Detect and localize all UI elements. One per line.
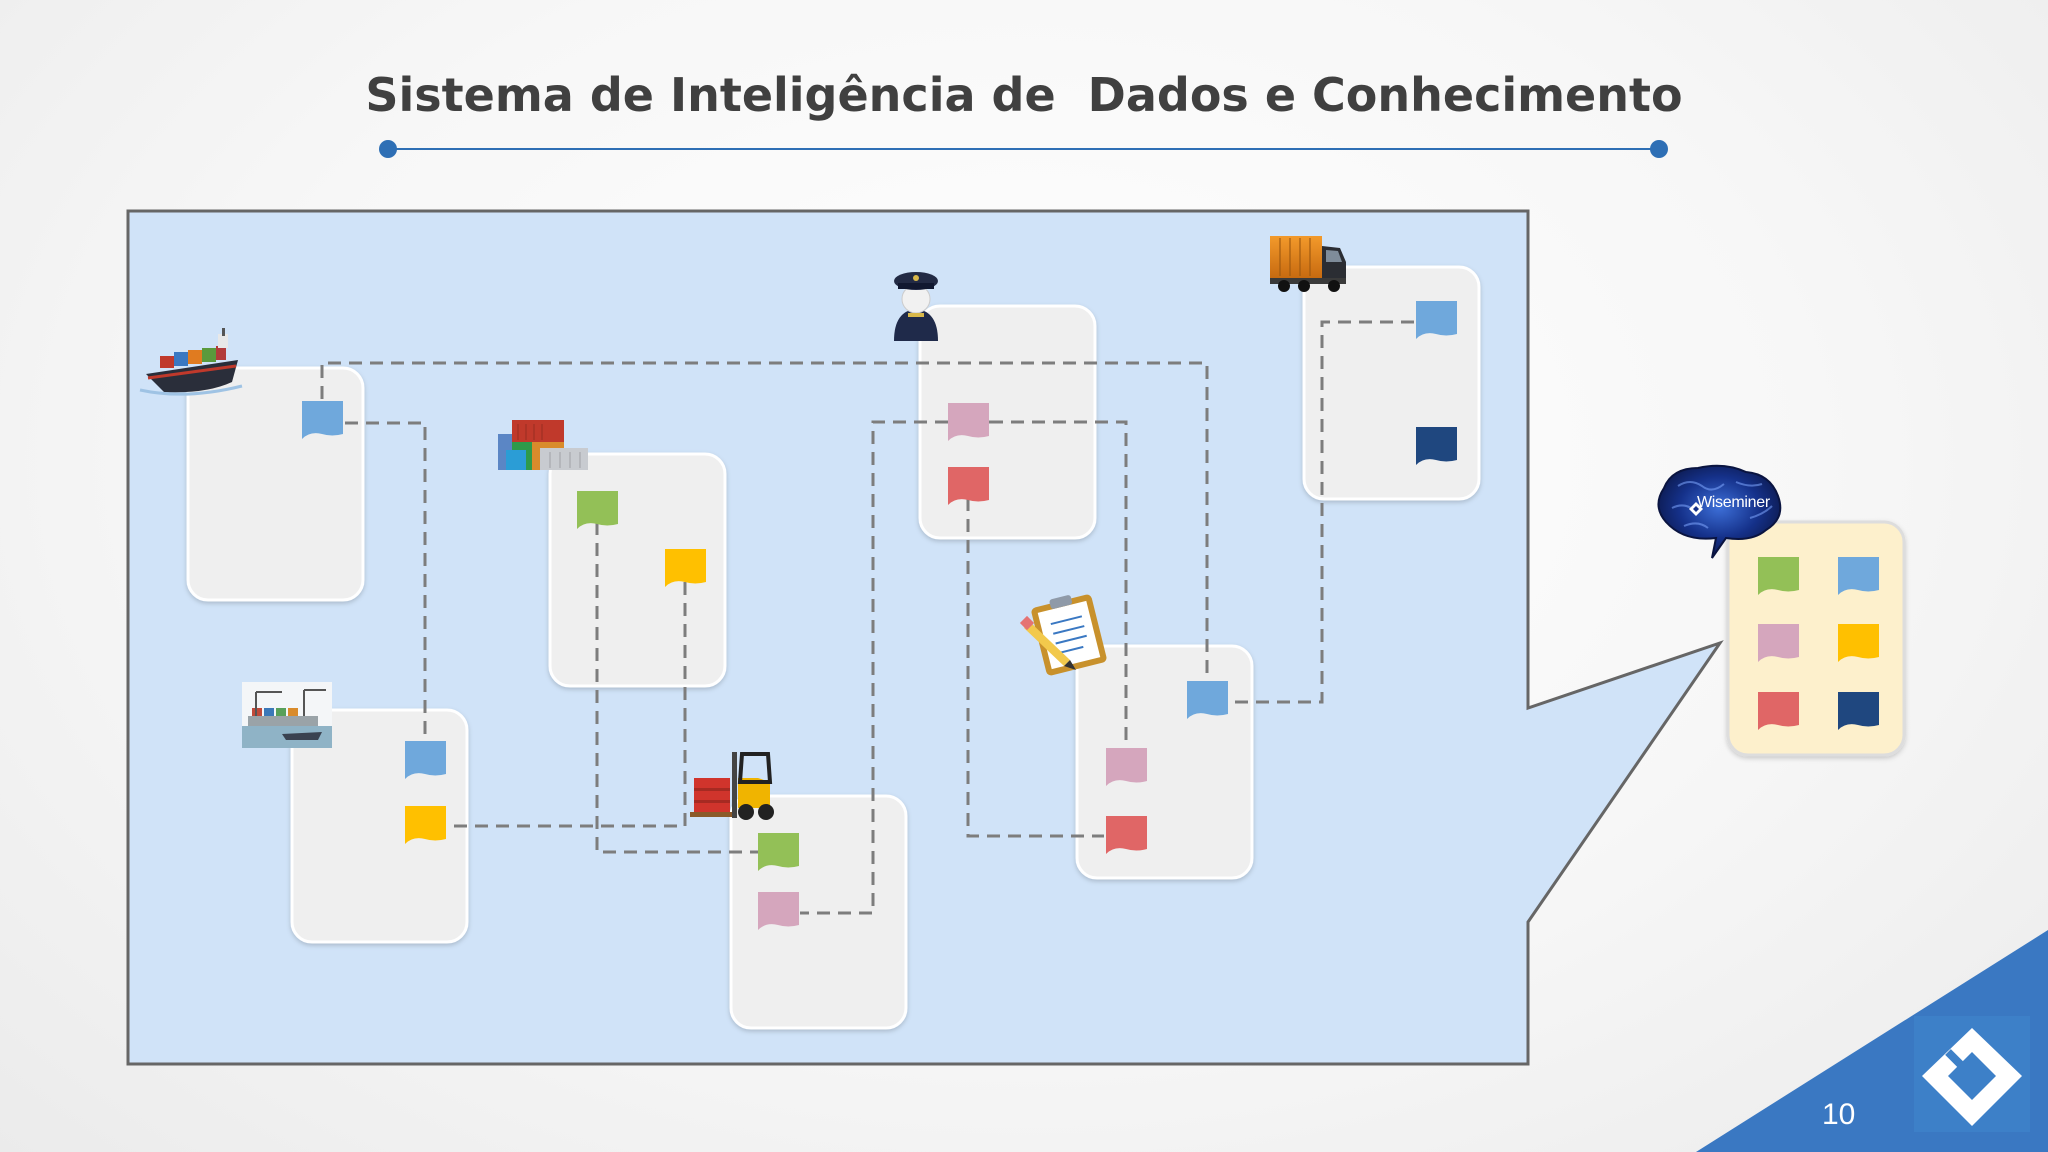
- connector-ship-checklist: [320, 361, 1209, 680]
- document-icon-checklist-red: [1106, 816, 1147, 854]
- document-icon-ship-blue: [302, 401, 343, 439]
- result-document-icon-red: [1758, 692, 1799, 730]
- page-number: 10: [1822, 1098, 1856, 1131]
- connector-lines: [320, 320, 1414, 915]
- result-document-icon-blue: [1838, 557, 1879, 595]
- connector-customs-checklist-red: [966, 498, 1104, 838]
- forklift-icon: [690, 752, 774, 820]
- document-icon-customs-red: [948, 467, 989, 505]
- port-terminal-icon: [242, 682, 332, 748]
- result-document-icon-yellow: [1838, 624, 1879, 662]
- customs-officer-icon: [894, 272, 938, 341]
- document-icons: [302, 301, 1879, 930]
- wiseminer-small-logo-icon: [1689, 502, 1703, 516]
- document-icon-forklift-green: [758, 833, 799, 871]
- document-icon-customs-pink: [948, 403, 989, 441]
- connector-customs-forklift: [800, 420, 990, 915]
- connector-containers-port: [440, 582, 687, 828]
- brain-icon: [1657, 464, 1782, 559]
- result-document-icon-pink: [1758, 624, 1799, 662]
- document-icon-checklist-blue: [1187, 681, 1228, 719]
- brain-label: Wiseminer: [1697, 494, 1770, 511]
- document-icon-forklift-pink: [758, 892, 799, 930]
- truck-icon: [1270, 236, 1346, 292]
- result-document-icon-navy: [1838, 692, 1879, 730]
- slide-title: Sistema de Inteligência de Dados e Conhe…: [365, 68, 1683, 122]
- wiseminer-logo-icon: [1914, 1016, 2030, 1132]
- shipping-containers-icon: [498, 420, 588, 470]
- document-icon-containers-yellow: [665, 549, 706, 587]
- document-icon-port-blue: [405, 741, 446, 779]
- cargo-ship-icon: [139, 328, 243, 396]
- connector-containers-forklift: [595, 522, 778, 854]
- document-icon-truck-blue: [1416, 301, 1457, 339]
- document-icon-truck-navy: [1416, 427, 1457, 465]
- connector-ship-port: [345, 421, 427, 760]
- result-document-icon-green: [1758, 557, 1799, 595]
- connector-customs-checklist-pink: [990, 420, 1128, 762]
- document-icon-checklist-pink: [1106, 748, 1147, 786]
- source-card-checklist: [1075, 644, 1254, 880]
- title-underline: [379, 140, 1668, 158]
- document-icon-port-yellow: [405, 806, 446, 844]
- clipboard-checklist-icon: [1019, 594, 1107, 676]
- connector-truck-checklist: [1230, 320, 1414, 704]
- document-icon-containers-green: [577, 491, 618, 529]
